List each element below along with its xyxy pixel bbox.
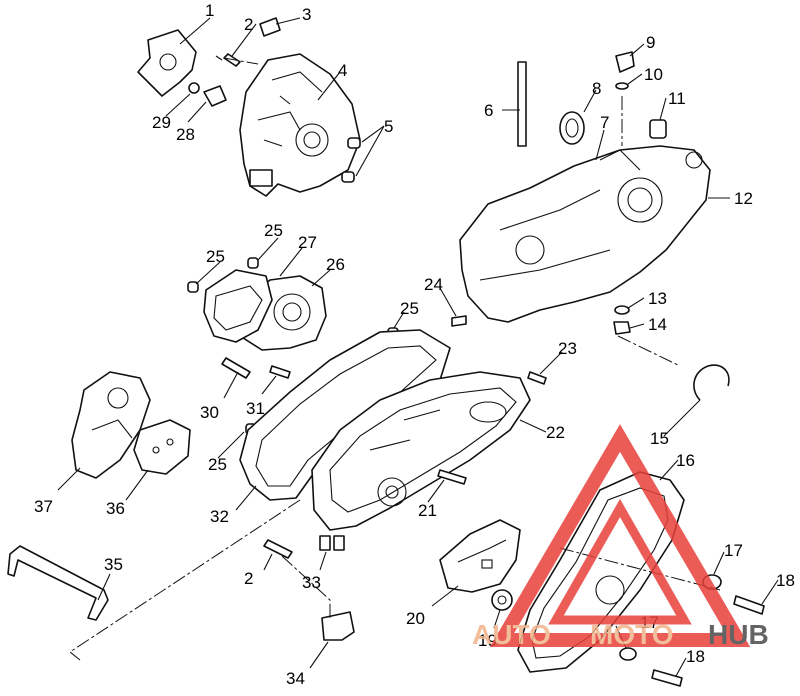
centerlines: [69, 57, 721, 661]
part-gasket-1: [137, 29, 197, 97]
callout-11: 11: [668, 89, 686, 108]
part-washer-19: [491, 589, 513, 611]
part-bolt-30: [221, 357, 251, 379]
part-bolt-2-bottom: [263, 539, 293, 559]
callout-35: 35: [104, 555, 123, 574]
part-oring-10: [615, 82, 629, 90]
callout-25-a: 25: [206, 247, 225, 266]
callout-21: 21: [418, 501, 437, 520]
callout-23: 23: [558, 339, 577, 358]
callout-25-c: 25: [400, 299, 419, 318]
part-drive-cover-22: [311, 371, 531, 531]
part-shield-20: [439, 519, 521, 593]
part-washer-17b: [619, 647, 637, 661]
callout-7: 7: [600, 113, 609, 132]
callout-29: 29: [152, 113, 171, 132]
part-clip-28: [203, 85, 227, 107]
part-screw-24: [451, 315, 467, 327]
part-bolt-18a: [733, 595, 765, 615]
part-gasket-27: [203, 269, 273, 343]
callout-2: 2: [244, 15, 253, 34]
part-bolt-31: [269, 365, 291, 379]
part-bar-6: [517, 61, 527, 147]
callout-labels: 1 2 3 4 5 6 7 8 9 10 11 12 13 14 15 16 1…: [34, 1, 795, 688]
callout-27: 27: [298, 233, 317, 252]
callout-15: 15: [650, 429, 669, 448]
part-circlip-15: [693, 364, 730, 401]
part-dowel-25a: [187, 281, 199, 293]
part-rod-35: [7, 545, 109, 621]
callout-28: 28: [176, 125, 195, 144]
part-plate-36: [133, 419, 191, 475]
callout-18b: 18: [686, 647, 705, 666]
callout-30: 30: [200, 403, 219, 422]
callout-8: 8: [592, 79, 601, 98]
part-nut-14: [613, 321, 631, 335]
part-bolt-2-top: [215, 53, 241, 67]
part-crankcase-left-4: [239, 53, 361, 197]
part-washer-13: [614, 305, 630, 315]
callout-18a: 18: [776, 571, 795, 590]
callout-32: 32: [210, 507, 229, 526]
callout-1: 1: [205, 1, 214, 20]
callout-37: 37: [34, 497, 53, 516]
callout-26: 26: [326, 255, 345, 274]
callout-36: 36: [106, 499, 125, 518]
callout-5: 5: [384, 117, 393, 136]
callout-34: 34: [286, 669, 305, 688]
callout-4: 4: [338, 61, 347, 80]
callout-33: 33: [302, 573, 321, 592]
part-guard-37: [71, 371, 151, 479]
callout-2-bottom: 2: [244, 569, 253, 588]
part-pins-33: [319, 535, 345, 551]
part-bolt-23: [527, 371, 547, 385]
part-washer-29: [188, 82, 200, 94]
part-seal-8: [559, 111, 585, 145]
callout-10: 10: [644, 65, 663, 84]
leader-lines: [57, 17, 779, 677]
callout-25-b: 25: [264, 221, 283, 240]
watermark-text-auto: AUTO: [472, 619, 551, 650]
callout-6: 6: [484, 101, 493, 120]
watermark-text-moto: MOTO: [590, 619, 673, 650]
watermark-text-hub: HUB: [708, 619, 769, 650]
callout-16: 16: [676, 451, 695, 470]
callout-25-d: 25: [208, 455, 227, 474]
watermark-triangle-outer: [489, 424, 751, 647]
callout-3: 3: [302, 5, 311, 24]
part-crankcase-right-12: [459, 145, 711, 323]
callout-13: 13: [648, 289, 667, 308]
callout-31: 31: [246, 399, 265, 418]
part-bushing-11: [649, 119, 667, 139]
callout-14: 14: [648, 315, 667, 334]
watermark-logo: AUTO MOTO HUB: [472, 424, 769, 650]
part-bolt-21: [437, 469, 467, 485]
callout-24: 24: [424, 275, 443, 294]
part-dowel-25b: [247, 257, 259, 269]
callout-22: 22: [546, 423, 565, 442]
callout-9: 9: [646, 33, 655, 52]
part-nut-3: [259, 17, 281, 37]
part-bolt-18b: [651, 669, 683, 687]
watermark-triangle-inner: [548, 498, 692, 625]
part-plug-9: [615, 51, 635, 73]
callout-20: 20: [406, 609, 425, 628]
callout-17a: 17: [724, 541, 743, 560]
part-dowels-5: [341, 137, 361, 183]
part-bracket-34: [321, 611, 355, 641]
callout-12: 12: [734, 189, 753, 208]
